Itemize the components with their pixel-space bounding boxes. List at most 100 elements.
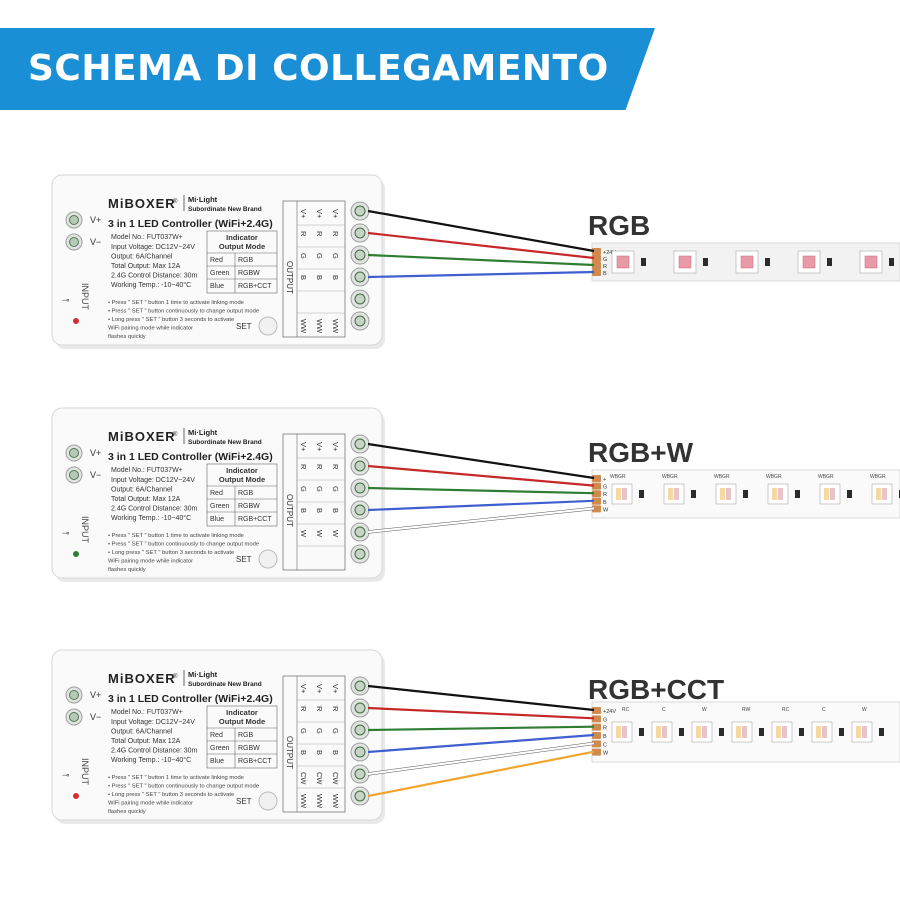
set-label: SET (236, 322, 252, 331)
wire (367, 706, 595, 720)
screw-icon (354, 271, 366, 283)
solder-pad (592, 715, 601, 723)
chip-label: C (662, 707, 666, 713)
pin-label-mid: V+ (315, 209, 324, 219)
screw-icon (354, 504, 366, 516)
indicator-color: Red (210, 490, 223, 497)
chip-label: WBGR (870, 474, 886, 480)
page-title: SCHEMA DI COLLEGAMENTO (28, 48, 609, 89)
pin-label-left: V+ (299, 684, 308, 694)
led-die (864, 255, 878, 269)
screw-icon (354, 482, 366, 494)
pad-label: B (603, 271, 607, 277)
registered-mark: ® (173, 673, 178, 680)
pin-label-right: WW (331, 794, 340, 809)
indicator-table (206, 463, 278, 527)
pin-label-mid: WW (315, 794, 324, 809)
header-banner (0, 28, 655, 110)
spec-line: 2.4G Control Distance: 30m (111, 748, 198, 755)
instruction-note: • Press " SET " button continuously to c… (108, 309, 259, 315)
screw-icon (354, 293, 366, 305)
screw-icon (69, 690, 79, 700)
registered-mark: ® (173, 198, 178, 205)
output-mode-header: Output Mode (219, 717, 265, 726)
indicator-color: Blue (210, 516, 224, 523)
controller-title: 3 in 1 LED Controller (WiFi+2.4G) (108, 218, 273, 230)
chip-label: RC (622, 707, 630, 713)
chip-label: WBGR (662, 474, 678, 480)
strip-label-rgbw: RGB+W (588, 437, 693, 468)
input-minus-label: V− (90, 712, 101, 722)
led-die (824, 488, 829, 500)
pin-label-mid: CW (315, 772, 324, 785)
pin-label-mid: V+ (315, 442, 324, 452)
screw-icon (354, 790, 366, 802)
pin-label-left: B (299, 508, 308, 513)
screw-icon (354, 746, 366, 758)
dc-jack-icon: ⊸ (62, 528, 70, 538)
pad-label: R (603, 264, 607, 270)
indicator-color: Green (210, 745, 230, 752)
resistor (639, 490, 644, 498)
led-die (696, 726, 701, 738)
solder-pad (592, 497, 601, 505)
pin-label-right: G (331, 486, 340, 492)
resistor (827, 258, 832, 266)
pin-label-right: W (331, 530, 340, 538)
screw-icon (354, 227, 366, 239)
sub-brand-tagline: Subordinate New Brand (188, 439, 262, 446)
instruction-note: • Press " SET " button 1 time to activat… (108, 300, 244, 306)
resistor (703, 258, 708, 266)
led-die (802, 255, 816, 269)
led-die (622, 488, 627, 500)
indicator-header: Indicator (226, 233, 258, 242)
screw-icon (354, 548, 366, 560)
set-label: SET (236, 797, 252, 806)
sub-brand: Mi·Light (188, 670, 218, 679)
pin-label-left: WW (299, 319, 308, 334)
led-die (720, 488, 725, 500)
indicator-mode: RGB+CCT (238, 516, 272, 523)
set-button (258, 316, 278, 336)
model-number: Model No.: FUT037W+ (111, 234, 183, 241)
indicator-mode: RGBW (238, 745, 260, 752)
solder-pad (592, 707, 601, 714)
spec-line: Input Voltage: DC12V~24V (111, 244, 195, 251)
solder-pad (592, 732, 601, 739)
screw-icon (354, 526, 366, 538)
led-die (776, 726, 781, 738)
strip-label-rgbcct: RGB+CCT (588, 674, 725, 705)
model-number: Model No.: FUT037W+ (111, 467, 183, 474)
led-die (616, 488, 621, 500)
pad-label: +24V (603, 250, 616, 256)
instruction-note: WiFi pairing mode while indicator (108, 326, 193, 332)
solder-pad (592, 262, 601, 269)
chip-label: WBGR (714, 474, 730, 480)
pin-label-left: V+ (299, 442, 308, 452)
set-label: SET (236, 555, 252, 564)
resistor (795, 490, 800, 498)
pin-label-mid: W (315, 530, 324, 538)
indicator-mode: RGB (238, 490, 254, 497)
spec-line: Output: 6A/Channel (111, 487, 173, 494)
pin-label-mid: G (315, 253, 324, 259)
solder-pad (592, 269, 601, 276)
pin-label-mid: R (315, 464, 324, 470)
led-die (740, 255, 754, 269)
pad-label: B (603, 500, 607, 506)
wire (367, 486, 595, 495)
sub-brand: Mi·Light (188, 195, 218, 204)
indicator-led (73, 318, 79, 324)
pin-label-left: V+ (299, 209, 308, 219)
set-button (258, 549, 278, 569)
sub-brand-tagline: Subordinate New Brand (188, 206, 262, 213)
led-die (742, 726, 747, 738)
led-die (678, 255, 692, 269)
wire (367, 507, 595, 534)
spec-line: Working Temp.: -10~40°C (111, 281, 191, 289)
led-die (616, 726, 621, 738)
pin-label-mid: B (315, 508, 324, 513)
led-die (622, 726, 627, 738)
spec-line: Output: 6A/Channel (111, 729, 173, 736)
